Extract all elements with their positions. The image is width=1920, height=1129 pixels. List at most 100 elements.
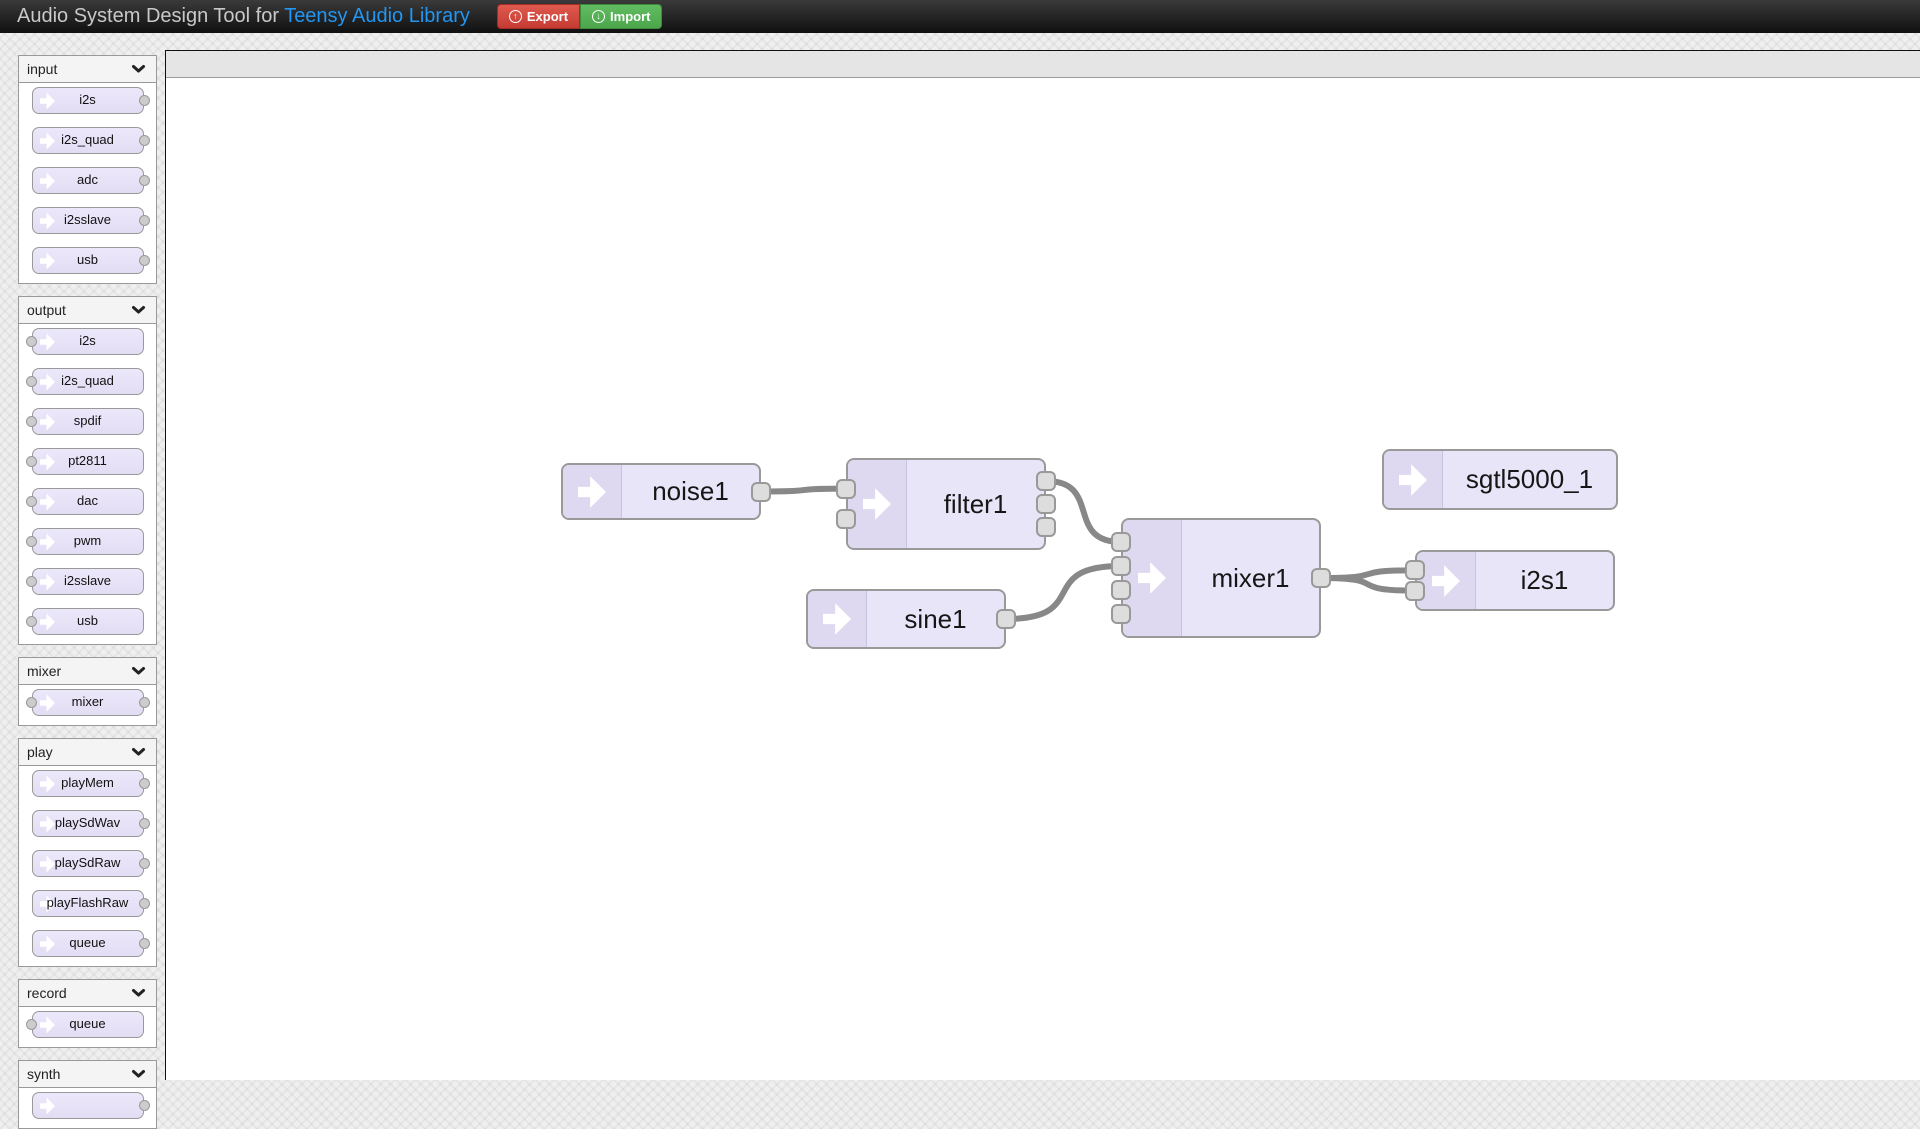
palette-node-playFlashRaw[interactable]: playFlashRaw xyxy=(32,890,144,917)
palette-node-playMem[interactable]: playMem xyxy=(32,770,144,797)
palette-section-header-play[interactable]: play xyxy=(19,739,156,766)
palette-node-i2s[interactable]: i2s xyxy=(32,87,144,114)
palette-section-items-mixer: mixer xyxy=(19,685,156,725)
palette-node-queue[interactable]: queue xyxy=(32,930,144,957)
palette-node-usb[interactable]: usb xyxy=(32,608,144,635)
input-port xyxy=(26,456,37,467)
node-sine1[interactable]: sine1 xyxy=(806,589,1006,649)
node-icon-region xyxy=(1417,552,1476,609)
export-button[interactable]: ↑ Export xyxy=(497,4,580,29)
palette-node-synth-item[interactable] xyxy=(32,1092,144,1119)
wire-sine1-to-mixer1[interactable] xyxy=(1006,566,1121,619)
output-port[interactable] xyxy=(751,482,771,502)
palette-section-header-input[interactable]: input xyxy=(19,56,156,83)
input-port xyxy=(26,536,37,547)
circle-arrow-up-icon: ↑ xyxy=(509,10,522,23)
wire-noise1-to-filter1[interactable] xyxy=(761,489,846,492)
output-port[interactable] xyxy=(1036,471,1056,491)
input-port xyxy=(26,616,37,627)
node-arrow-icon xyxy=(863,488,891,520)
input-port[interactable] xyxy=(1111,532,1131,552)
palette-node-pwm[interactable]: pwm xyxy=(32,528,144,555)
input-port xyxy=(26,336,37,347)
node-arrow-icon xyxy=(1138,562,1166,594)
output-port xyxy=(139,778,150,789)
palette-section-items-play: playMem playSdWav playSdRaw playFlashRaw que… xyxy=(19,766,156,966)
input-port[interactable] xyxy=(1111,556,1131,576)
palette-section-header-output[interactable]: output xyxy=(19,297,156,324)
input-port xyxy=(26,576,37,587)
palette-node-label: i2sslave xyxy=(33,208,143,233)
node-arrow-icon xyxy=(823,603,851,635)
palette-node-i2sslave[interactable]: i2sslave xyxy=(32,207,144,234)
palette-node-label: usb xyxy=(33,609,143,634)
palette-node-dac[interactable]: dac xyxy=(32,488,144,515)
palette-node-label: queue xyxy=(33,1012,143,1037)
input-port[interactable] xyxy=(1405,581,1425,601)
output-port xyxy=(139,938,150,949)
wire-layer xyxy=(166,51,1920,1081)
palette-node-label: i2s_quad xyxy=(33,128,143,153)
output-port[interactable] xyxy=(1036,517,1056,537)
import-button-label: Import xyxy=(610,9,650,24)
input-port[interactable] xyxy=(836,509,856,529)
node-i2s1[interactable]: i2s1 xyxy=(1415,550,1615,611)
output-port[interactable] xyxy=(996,609,1016,629)
output-port xyxy=(139,135,150,146)
node-label: sgtl5000_1 xyxy=(1443,451,1616,508)
wire-mixer1-to-i2s1[interactable] xyxy=(1321,578,1415,591)
palette-section-header-record[interactable]: record xyxy=(19,980,156,1007)
export-button-label: Export xyxy=(527,9,568,24)
node-noise1[interactable]: noise1 xyxy=(561,463,761,520)
palette-node-i2s_quad[interactable]: i2s_quad xyxy=(32,127,144,154)
palette-section-label: output xyxy=(27,302,66,318)
palette-node-i2s[interactable]: i2s xyxy=(32,328,144,355)
palette-node-spdif[interactable]: spdif xyxy=(32,408,144,435)
palette-node-queue[interactable]: queue xyxy=(32,1011,144,1038)
palette-node-label: usb xyxy=(33,248,143,273)
output-port[interactable] xyxy=(1036,494,1056,514)
input-port[interactable] xyxy=(1111,604,1131,624)
palette-section-label: input xyxy=(27,61,57,77)
output-port xyxy=(139,175,150,186)
page-title: Audio System Design Tool for Teensy Audi… xyxy=(17,5,470,28)
palette-node-mixer[interactable]: mixer xyxy=(32,689,144,716)
palette-node-pt2811[interactable]: pt2811 xyxy=(32,448,144,475)
input-port[interactable] xyxy=(1111,580,1131,600)
palette-node-i2sslave[interactable]: i2sslave xyxy=(32,568,144,595)
input-port xyxy=(26,496,37,507)
input-port xyxy=(26,1019,37,1030)
palette-node-i2s_quad[interactable]: i2s_quad xyxy=(32,368,144,395)
node-label: sine1 xyxy=(867,591,1004,647)
input-port[interactable] xyxy=(836,479,856,499)
output-port xyxy=(139,95,150,106)
flow-canvas[interactable]: noise1 filter1 sine1 mixer1 sgtl5000_1 i2s1 xyxy=(165,50,1920,1080)
palette-node-playSdWav[interactable]: playSdWav xyxy=(32,810,144,837)
output-port xyxy=(139,858,150,869)
teensy-audio-library-link[interactable]: Teensy Audio Library xyxy=(284,5,470,27)
palette-section-header-synth[interactable]: synth xyxy=(19,1061,156,1088)
output-port[interactable] xyxy=(1311,568,1331,588)
node-icon-region xyxy=(808,591,867,647)
palette-node-label: adc xyxy=(33,168,143,193)
input-port xyxy=(26,416,37,427)
app-header: Audio System Design Tool for Teensy Audi… xyxy=(0,0,1920,33)
palette-node-usb[interactable]: usb xyxy=(32,247,144,274)
wire-filter1-to-mixer1[interactable] xyxy=(1046,481,1121,542)
node-sgtl5000_1[interactable]: sgtl5000_1 xyxy=(1382,449,1618,510)
import-button[interactable]: ↓ Import xyxy=(580,4,662,29)
node-filter1[interactable]: filter1 xyxy=(846,458,1046,550)
palette-section-record: record queue xyxy=(18,979,157,1048)
node-mixer1[interactable]: mixer1 xyxy=(1121,518,1321,638)
palette-node-playSdRaw[interactable]: playSdRaw xyxy=(32,850,144,877)
palette-node-adc[interactable]: adc xyxy=(32,167,144,194)
palette-node-label: i2s xyxy=(33,88,143,113)
palette-node-label: i2s xyxy=(33,329,143,354)
input-port[interactable] xyxy=(1405,560,1425,580)
input-port xyxy=(26,697,37,708)
node-arrow-icon xyxy=(1399,464,1427,496)
palette-section-header-mixer[interactable]: mixer xyxy=(19,658,156,685)
